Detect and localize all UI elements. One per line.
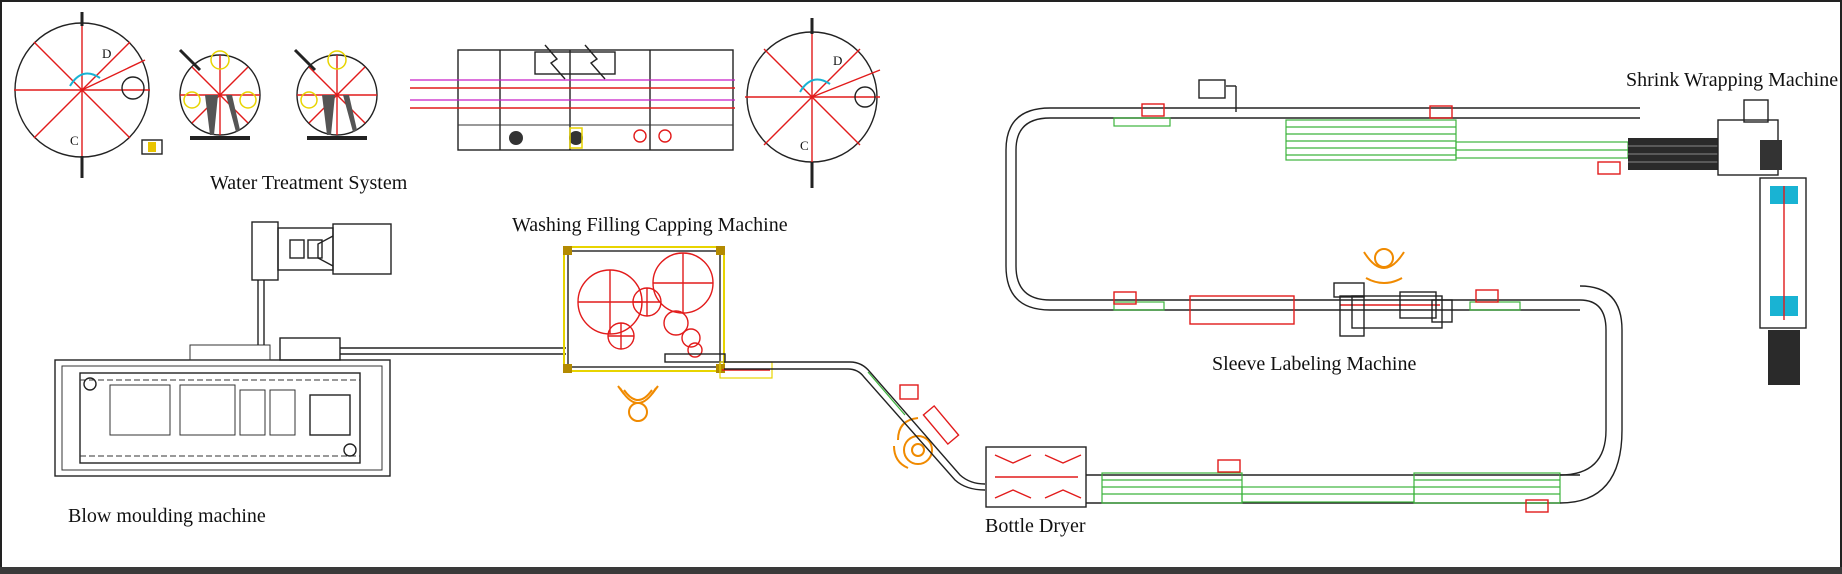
water-tank-1: D C <box>14 12 163 178</box>
operator-icon-1 <box>617 385 659 422</box>
tank4-letter-bottom: C <box>800 138 809 153</box>
label-washing-filling: Washing Filling Capping Machine <box>512 214 788 236</box>
water-tank-2 <box>178 48 261 140</box>
shrink-wrapping-machine <box>1628 99 1807 385</box>
conveyor-middle <box>1005 107 1580 325</box>
bottle-dryer <box>985 446 1087 508</box>
tank4-letter-top: D <box>833 53 842 68</box>
label-blow-moulding: Blow moulding machine <box>68 505 266 527</box>
preform-loader <box>251 221 392 345</box>
conveyor-diagonal <box>724 361 986 491</box>
blow-moulding-machine <box>54 337 391 477</box>
conveyor-bottom <box>1086 285 1623 513</box>
sleeve-labeling-machine <box>1333 282 1453 337</box>
operator-icon-2 <box>893 417 933 469</box>
bottom-border <box>0 567 1842 574</box>
label-bottle-dryer: Bottle Dryer <box>985 515 1086 537</box>
air-conveyor-1 <box>340 347 566 355</box>
water-tank-3 <box>293 48 378 140</box>
label-shrink-wrapping: Shrink Wrapping Machine <box>1626 69 1838 91</box>
label-water-treatment: Water Treatment System <box>210 172 408 194</box>
label-sleeve-labeling: Sleeve Labeling Machine <box>1212 353 1416 375</box>
washing-filling-capping-machine <box>563 246 773 379</box>
conveyor-top <box>1050 79 1640 175</box>
tank1-letter-bottom: C <box>70 133 79 148</box>
water-pipe-frame <box>410 44 735 151</box>
water-tank-4: D C <box>745 18 881 188</box>
operator-icon-3 <box>1363 248 1405 284</box>
tank1-letter-top: D <box>102 46 111 61</box>
